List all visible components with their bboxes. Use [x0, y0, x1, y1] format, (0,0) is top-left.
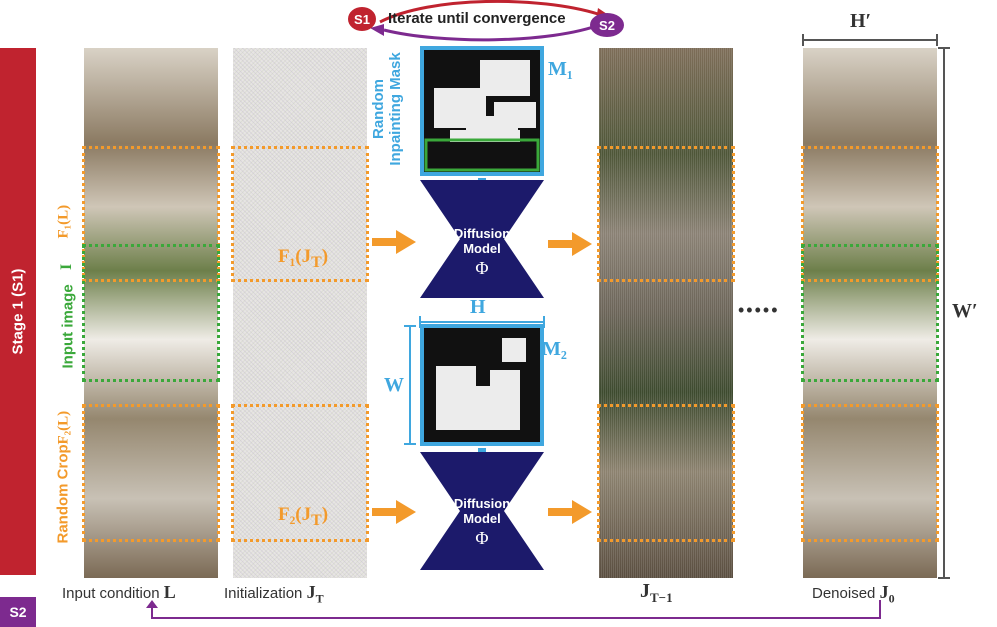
diffusion-model-bottom	[420, 452, 544, 570]
iterate-arc-top	[379, 0, 599, 24]
f1-l-label: F₁(L)	[55, 204, 72, 239]
initialization-caption: Initialization JT	[224, 582, 324, 607]
jt-minus-1-crop-f2-box	[597, 404, 735, 542]
diffusion-model-bottom-line1: Diffusion	[453, 496, 511, 511]
denoised-image	[803, 48, 937, 578]
input-image-label: Input image	[59, 284, 77, 369]
jt-minus-1-caption: JT−1	[640, 580, 673, 606]
denoised-caption-text: Denoised	[812, 585, 876, 602]
stage2-bar: S2	[0, 597, 36, 627]
inpainting-mask-title-line1: Random	[370, 79, 387, 139]
denoised-crop-f2-box	[801, 404, 939, 542]
jt-minus-1-caption-symbol: J	[640, 580, 650, 602]
denoised-crop-f1-box	[801, 146, 939, 282]
output-height-label: W′	[952, 300, 978, 322]
iterate-arc-bottom	[383, 22, 603, 42]
input-condition-caption-text: Input condition	[62, 585, 160, 602]
mask-m1-symbol: M₁	[548, 58, 573, 80]
output-width-label: H′	[850, 10, 872, 32]
f2-jt-sub: T	[311, 511, 322, 529]
input-crop-f2-box	[82, 404, 220, 542]
f2-jt-close: )	[321, 504, 329, 525]
output-width-dimension	[802, 34, 938, 46]
f1-jt-text: F₁(J	[278, 246, 312, 267]
arrow-to-model-bottom	[372, 500, 416, 524]
input-condition-caption-symbol: L	[163, 582, 176, 602]
f2-l-label: F₂(L)	[55, 410, 72, 445]
mask-m2-symbol: M₂	[542, 338, 567, 360]
jt-minus-1-image	[599, 48, 733, 578]
denoised-input-box	[801, 244, 939, 382]
f1-jt-sub: T	[311, 253, 322, 271]
mask-height-label: H	[470, 296, 486, 318]
iterate-text: Iterate until convergence	[388, 10, 566, 27]
arrow-from-model-top	[548, 232, 592, 256]
input-image-symbol: I	[58, 263, 75, 270]
stage1-label: Stage 1 (S1)	[9, 268, 27, 355]
mask-width-label: W	[384, 374, 404, 396]
f2-jt-text: F₂(J	[278, 504, 312, 525]
mask-m2	[420, 324, 544, 446]
mask-m1	[420, 46, 544, 176]
jt-minus-1-crop-f1-box	[597, 146, 735, 282]
diffusion-model-top	[420, 180, 544, 298]
initialization-noise	[233, 48, 367, 578]
diffusion-model-top-line2: Model	[463, 241, 501, 256]
ellipsis-dots: •••••	[738, 300, 780, 320]
initialization-caption-symbol: JT	[306, 582, 324, 606]
diffusion-model-top-label: Diffusion Model	[420, 226, 544, 256]
random-crop-label: Random Crop	[54, 444, 72, 544]
diffusion-model-top-line1: Diffusion	[453, 226, 511, 241]
f1-jt-close: )	[321, 246, 329, 267]
input-condition-caption: Input condition L	[62, 582, 176, 603]
f1-jt-label: F₁(JT)	[278, 246, 328, 272]
diffusion-model-bottom-line2: Model	[463, 511, 501, 526]
iterate-s1-badge: S1	[348, 7, 376, 31]
inpainting-mask-title: Random Inpainting Mask	[370, 44, 404, 174]
iterate-arrowhead-left	[370, 24, 384, 36]
denoised-caption: Denoised J0	[812, 582, 895, 607]
diffusion-model-bottom-phi: Φ	[475, 528, 489, 548]
input-image-box	[82, 244, 220, 382]
arrow-from-model-bottom	[548, 500, 592, 524]
inpainting-mask-title-line2: Inpainting Mask	[387, 52, 404, 166]
feedback-arrow	[146, 600, 881, 619]
noise-crop-f2-box	[231, 404, 369, 542]
jt-minus-1-caption-sub: T−1	[650, 590, 673, 605]
input-condition-image	[84, 48, 218, 578]
f2-jt-label: F₂(JT)	[278, 504, 328, 530]
noise-crop-f1-box	[231, 146, 369, 282]
iterate-s2-badge: S2	[590, 13, 624, 37]
stage1-bar: Stage 1 (S1)	[0, 48, 36, 575]
arrow-to-model-top	[372, 230, 416, 254]
diffusion-model-bottom-label: Diffusion Model	[420, 496, 544, 526]
output-height-dimension	[938, 47, 950, 579]
denoised-caption-symbol: J0	[879, 582, 895, 606]
initialization-caption-text: Initialization	[224, 585, 303, 602]
mask-height-dimension	[404, 325, 416, 445]
input-crop-f1-box	[82, 146, 220, 282]
diffusion-model-top-phi: Φ	[475, 258, 489, 278]
